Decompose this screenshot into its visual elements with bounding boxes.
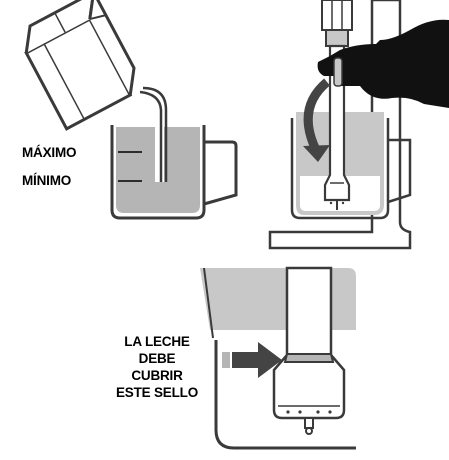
panel-pour-milk: [24, 0, 238, 220]
swing-arrow-icon: [303, 78, 331, 152]
min-label: MÍNIMO: [22, 173, 72, 188]
cover-seal-label: LA LECHE DEBE CUBRIR ESTE SELLO: [98, 333, 216, 401]
pitcher-detail: [214, 340, 356, 450]
seal-ring: [283, 353, 335, 363]
steam-wand-detail: [272, 266, 346, 420]
cover-label-line-2: DEBE: [138, 351, 176, 366]
cover-label-line-4: ESTE SELLO: [115, 385, 198, 400]
cover-label-line-1: LA LECHE: [124, 334, 190, 349]
milk-pitcher: [110, 125, 206, 220]
pitcher-under-wand: [290, 118, 390, 220]
panel-steam-wand: [268, 0, 449, 250]
right-arrow-icon: [232, 342, 282, 378]
milk-stream: [139, 90, 163, 182]
max-label: MÁXIMO: [22, 145, 77, 160]
pitcher-handle: [203, 140, 238, 206]
milk-carton: [24, 0, 136, 131]
cover-label-line-3: CUBRIR: [131, 368, 183, 383]
panel-seal-detail: [200, 266, 356, 450]
hand-icon: [317, 19, 449, 108]
